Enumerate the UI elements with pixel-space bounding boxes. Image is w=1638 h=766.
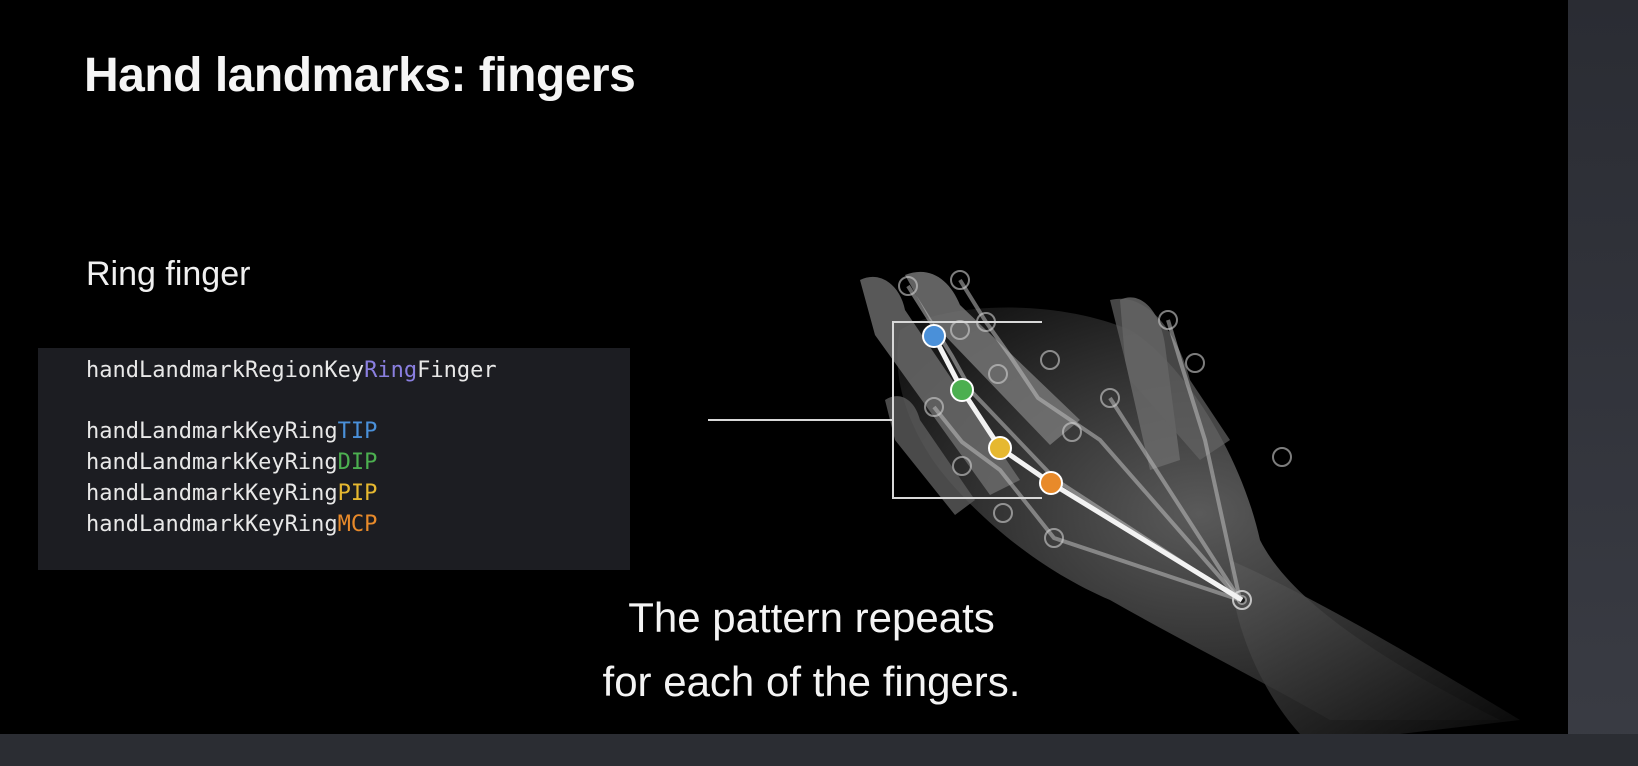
region-key-highlight: Ring bbox=[364, 358, 418, 383]
key-highlight-dip: DIP bbox=[337, 450, 378, 475]
key-highlight-tip: TIP bbox=[337, 419, 378, 444]
key-line-mcp: handLandmarkKeyRingMCP bbox=[86, 509, 377, 540]
section-label: Ring finger bbox=[86, 255, 251, 293]
key-prefix: handLandmarkKeyRing bbox=[86, 419, 338, 444]
key-line-tip: handLandmarkKeyRingTIP bbox=[86, 416, 377, 447]
caption-line-2: for each of the fingers. bbox=[602, 658, 1021, 705]
key-highlight-pip: PIP bbox=[337, 481, 378, 506]
key-highlight-mcp: MCP bbox=[337, 512, 378, 537]
mcp-joint bbox=[1039, 471, 1063, 495]
region-key-suffix: Finger bbox=[417, 358, 497, 383]
index-finger bbox=[1120, 297, 1180, 470]
bottom-strip bbox=[0, 734, 1638, 766]
key-prefix: handLandmarkKeyRing bbox=[86, 450, 338, 475]
region-key-line: handLandmarkRegionKeyRingFinger bbox=[86, 355, 497, 386]
caption-line-1: The pattern repeats bbox=[628, 594, 995, 641]
bracket bbox=[892, 321, 1042, 499]
page-title: Hand landmarks: fingers bbox=[84, 49, 636, 102]
slide: Hand landmarks: fingers Ring finger hand… bbox=[38, 49, 1520, 734]
code-block: handLandmarkRegionKeyRingFinger handLand… bbox=[38, 348, 630, 570]
caption: The pattern repeats for each of the fing… bbox=[0, 586, 1638, 714]
region-key-prefix: handLandmarkRegionKey bbox=[86, 358, 365, 383]
key-line-pip: handLandmarkKeyRingPIP bbox=[86, 478, 377, 509]
key-line-dip: handLandmarkKeyRingDIP bbox=[86, 447, 377, 478]
thumb bbox=[1110, 298, 1230, 460]
key-prefix: handLandmarkKeyRing bbox=[86, 481, 338, 506]
key-prefix: handLandmarkKeyRing bbox=[86, 512, 338, 537]
right-gutter bbox=[1568, 0, 1638, 766]
connector-line bbox=[708, 419, 892, 421]
